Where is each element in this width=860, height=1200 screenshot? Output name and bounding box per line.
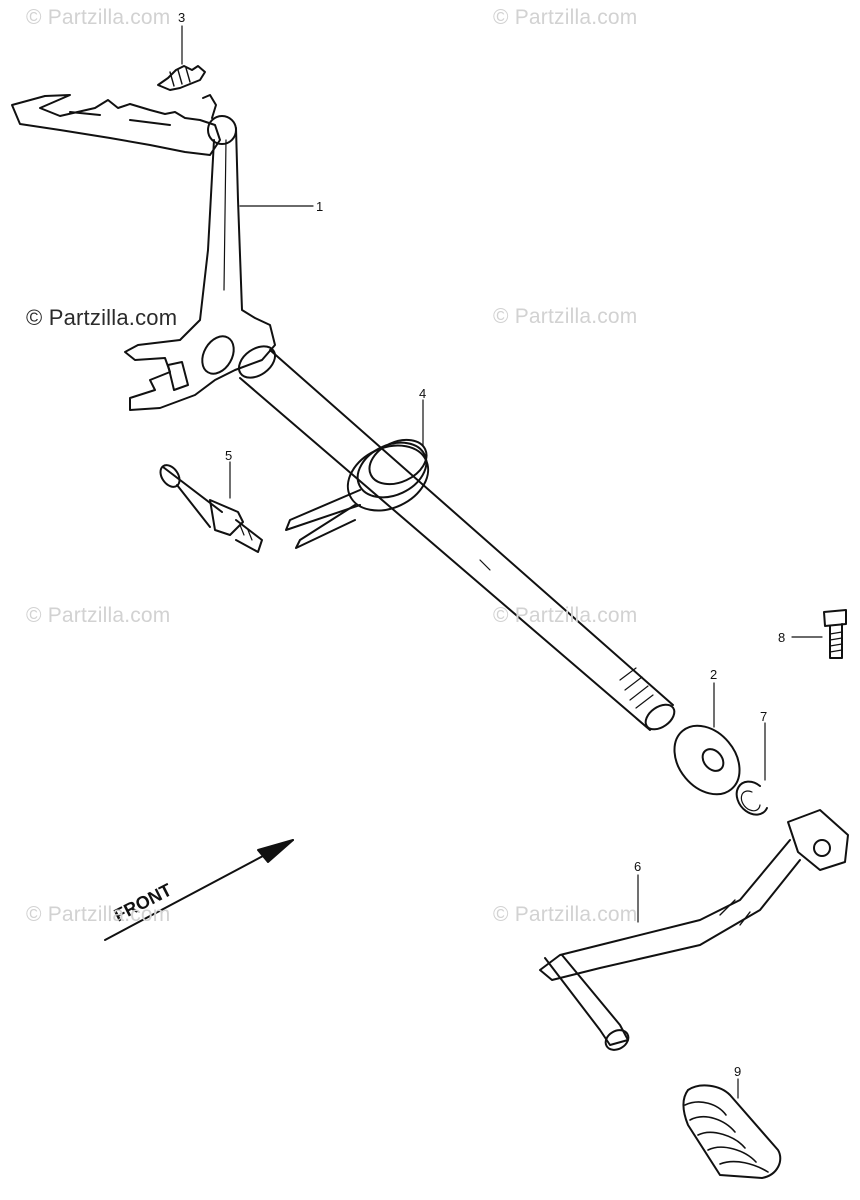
part-4-return-spring[interactable] — [285, 431, 439, 549]
part-8-pinch-bolt[interactable] — [823, 609, 847, 659]
watermark: © Partzilla.com — [493, 903, 638, 926]
callout-7: 7 — [760, 709, 767, 724]
callout-4: 4 — [419, 386, 426, 401]
part-5-stopper-pin[interactable] — [157, 462, 263, 553]
watermark: © Partzilla.com — [26, 604, 171, 627]
callout-5: 5 — [225, 448, 232, 463]
callout-6: 6 — [634, 859, 641, 874]
callout-3: 3 — [178, 10, 185, 25]
watermark: © Partzilla.com — [26, 903, 171, 926]
callout-1: 1 — [316, 199, 323, 214]
part-9-pedal-rubber[interactable] — [682, 1084, 782, 1179]
watermark: © Partzilla.com — [26, 305, 178, 330]
part-1-shift-arm-assembly[interactable] — [11, 94, 679, 734]
part-2-washer[interactable] — [661, 713, 753, 807]
part-7-circlip[interactable] — [735, 780, 768, 816]
leader-lines — [181, 25, 823, 1099]
part-6-gear-change-pedal[interactable] — [539, 809, 849, 1054]
callout-9: 9 — [734, 1064, 741, 1079]
watermark: © Partzilla.com — [26, 6, 171, 29]
watermark: © Partzilla.com — [493, 604, 638, 627]
part-3-shift-arm-spring[interactable] — [157, 65, 206, 91]
watermark: © Partzilla.com — [493, 305, 638, 328]
callout-2: 2 — [710, 667, 717, 682]
front-arrow — [104, 839, 294, 941]
callout-8: 8 — [778, 630, 785, 645]
watermark: © Partzilla.com — [493, 6, 638, 29]
